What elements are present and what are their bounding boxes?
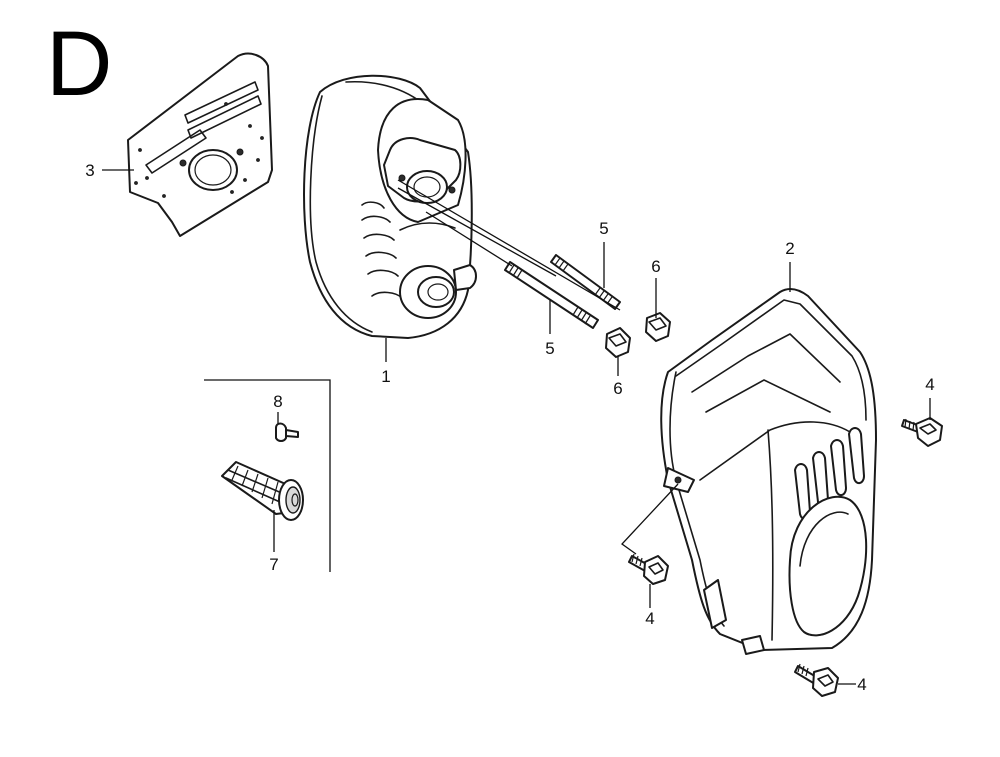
screw-part — [275, 422, 299, 442]
bolt-bottom-part — [794, 663, 839, 697]
spark-arrester-part — [221, 461, 304, 521]
callout-bolt-bottom: 4 — [857, 675, 867, 694]
callout-spark-arrester: 7 — [269, 555, 279, 574]
muffler-protector-part — [660, 288, 877, 655]
muffler-part — [303, 74, 477, 339]
callout-nut-upper: 6 — [651, 257, 661, 276]
callout-stud-lower: 5 — [545, 339, 555, 358]
leader-lines — [102, 169, 931, 685]
callout-stud-upper: 5 — [599, 219, 609, 238]
section-letter: D — [46, 13, 113, 115]
callout-muffler-gasket: 3 — [85, 161, 95, 180]
muffler-gasket-part — [127, 52, 273, 237]
callout-nut-lower: 6 — [613, 379, 623, 398]
nut-upper-part — [645, 312, 671, 342]
nut-lower-part — [605, 327, 631, 358]
stud-lower-part — [504, 261, 599, 329]
callout-bolt-front: 4 — [645, 609, 655, 628]
bolt-front-part — [628, 553, 669, 585]
callout-bolt-right: 4 — [925, 375, 935, 394]
callout-muffler: 1 — [381, 367, 391, 386]
callout-muffler-protector: 2 — [785, 239, 795, 258]
bolt-right-part — [901, 417, 943, 447]
callout-screw: 8 — [273, 392, 283, 411]
inset-frame — [204, 379, 331, 572]
